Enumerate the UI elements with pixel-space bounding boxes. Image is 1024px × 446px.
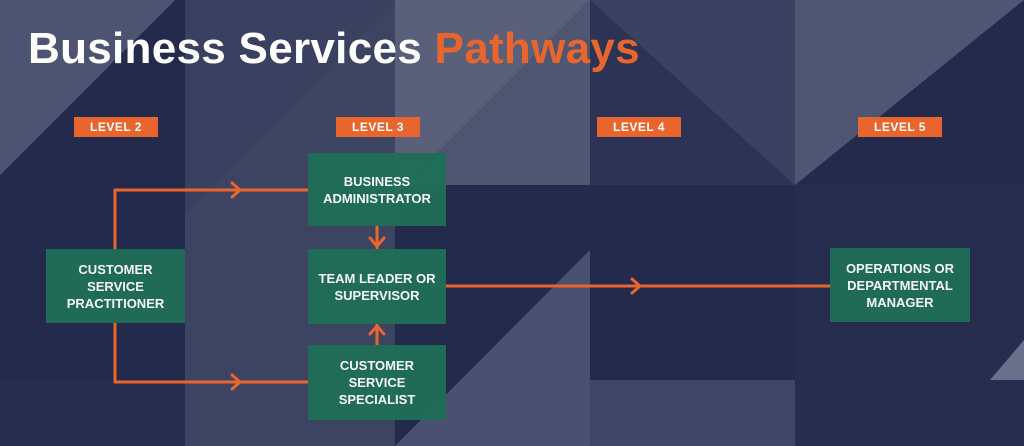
title-accent: Pathways (434, 24, 640, 73)
arrowhead-3 (368, 236, 386, 248)
level-5-badge: LEVEL 5 (858, 117, 942, 137)
node-customer-service-specialist: CUSTOMER SERVICE SPECIALIST (308, 345, 446, 420)
node-team-leader-or-supervisor: TEAM LEADER OR SUPERVISOR (308, 249, 446, 324)
level-4-badge: LEVEL 4 (597, 117, 681, 137)
arrowhead-2 (230, 373, 242, 391)
page-title: Business Services Pathways (28, 24, 640, 74)
node-operations-or-departmental-manager: OPERATIONS OR DEPARTMENTAL MANAGER (830, 248, 970, 322)
arrow-practitioner-to-administrator (113, 188, 310, 251)
node-customer-service-practitioner: CUSTOMER SERVICE PRACTITIONER (46, 249, 185, 323)
arrow-practitioner-to-specialist (113, 320, 310, 384)
level-3-badge: LEVEL 3 (336, 117, 420, 137)
node-business-administrator: BUSINESS ADMINISTRATOR (308, 153, 446, 226)
arrowhead-1 (230, 181, 242, 199)
level-2-badge: LEVEL 2 (74, 117, 158, 137)
title-main: Business Services (28, 24, 423, 73)
arrowhead-5 (630, 277, 642, 295)
arrowhead-4 (368, 324, 386, 336)
